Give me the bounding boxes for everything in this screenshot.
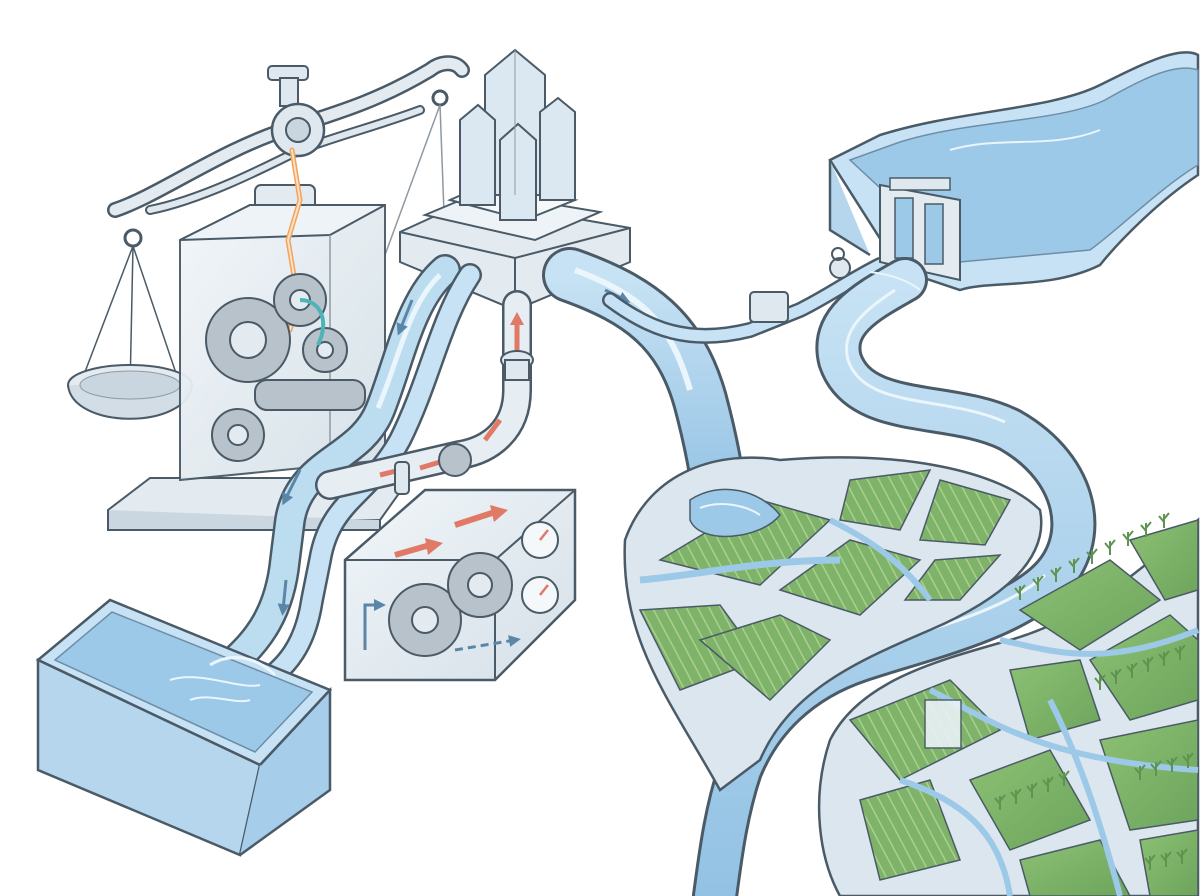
crop-plant-icon [1142, 656, 1154, 672]
crop-plant-icon [1144, 854, 1156, 870]
crop-plant-icon [1050, 566, 1062, 582]
crop-plant-icon [994, 512, 1194, 870]
crop-plant-icon [1026, 782, 1038, 798]
crop-plant-icon [1094, 674, 1106, 690]
gauge-icon [521, 521, 559, 614]
crop-plant-icon [1068, 557, 1080, 573]
farm-fields-right [817, 517, 1200, 896]
crop-plant-icon [1176, 848, 1188, 864]
crop-plant-icon [1150, 760, 1162, 776]
crop-plant-icon [1160, 851, 1172, 867]
crop-plant-icon [1134, 764, 1146, 780]
crop-plant-icon [1126, 662, 1138, 678]
crop-plant-icon [1058, 770, 1070, 786]
gearbox [343, 488, 577, 682]
crop-plant-icon [1042, 776, 1054, 792]
crop-plant-icon [1104, 539, 1116, 555]
crop-plant-icon [1086, 548, 1098, 564]
crop-plant-icon [1166, 756, 1178, 772]
pipe-to-dam [602, 247, 888, 344]
crop-plant-icon [994, 794, 1006, 810]
crop-plant-icon [1174, 644, 1186, 660]
water-splash [209, 271, 921, 677]
crop-plant-icon [1032, 575, 1044, 591]
crop-plant-icon [1182, 752, 1194, 768]
valve-icon [394, 350, 534, 495]
crop-plant-icon [1140, 521, 1152, 537]
crop-plant-icon [1010, 788, 1022, 804]
farm-fields-left [623, 456, 1043, 792]
crop-plant-icon [1158, 650, 1170, 666]
crop-plant-icon [1110, 668, 1122, 684]
dam-gate-icon [879, 177, 961, 282]
crop-plant-icon [1014, 584, 1026, 600]
crop-plant-icon [1158, 512, 1170, 528]
pipe-left [214, 254, 461, 681]
gear-mechanism-icon [179, 147, 386, 482]
crop-plant-icon [1122, 530, 1134, 546]
water-tank [35, 598, 333, 857]
